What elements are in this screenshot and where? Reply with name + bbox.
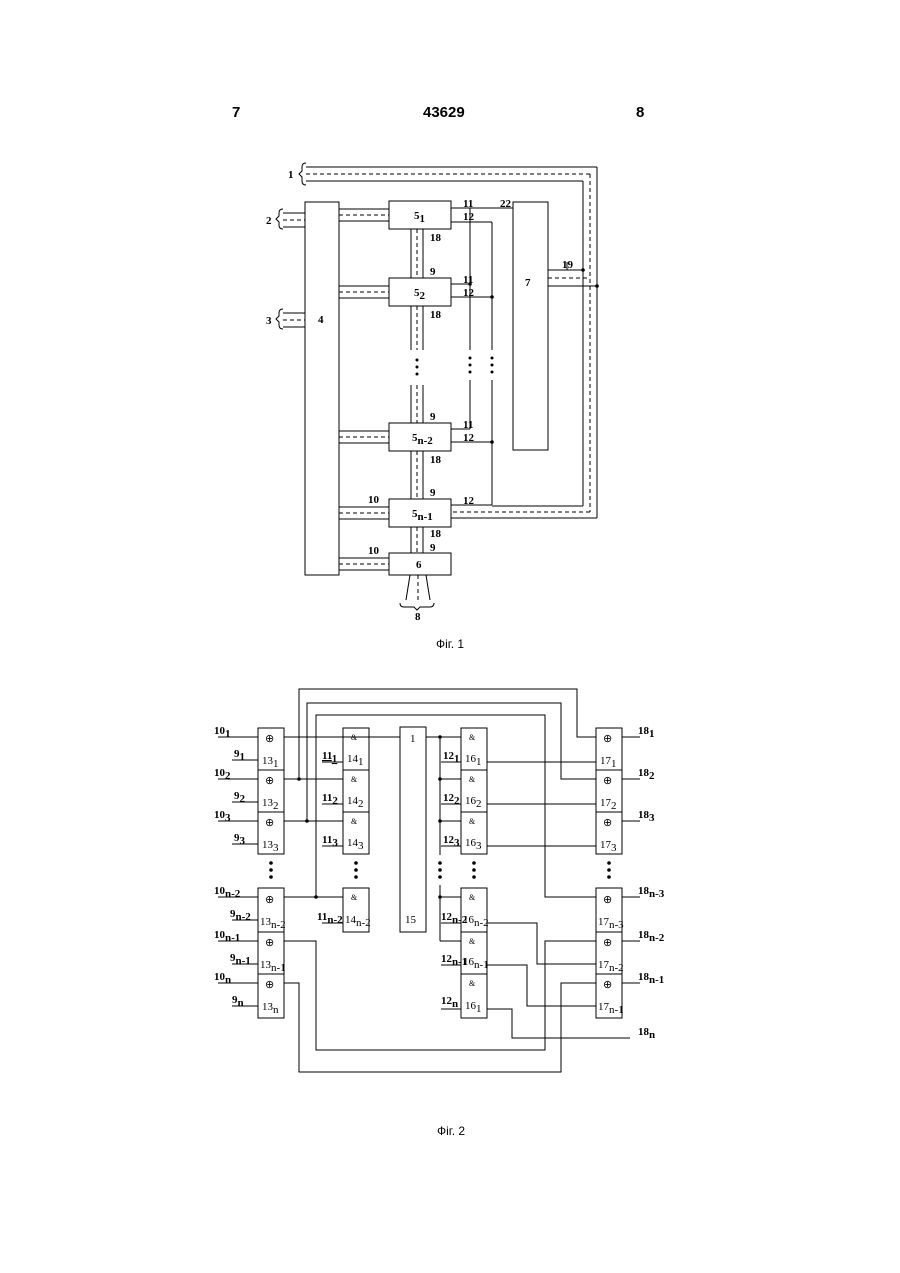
svg-text:⊕: ⊕	[265, 937, 274, 949]
xor-column-13	[258, 728, 284, 1018]
svg-text:10n-1: 10n-1	[214, 929, 240, 944]
svg-text:&: &	[469, 817, 476, 826]
svg-text:10n-2: 10n-2	[214, 885, 241, 900]
svg-text:102: 102	[214, 767, 231, 782]
and-column-14: & & & & 141 142 143 14n-2	[343, 728, 371, 932]
fig2-11-labels: 111 112 113 11n-2	[317, 750, 343, 926]
and-column-16: & & & & & & 161 162 163 16n-2 16n-1 161	[461, 728, 489, 1018]
block-15	[400, 727, 426, 932]
svg-text:18n-1: 18n-1	[638, 971, 664, 986]
fig2-right-labels: 181 182 183 18n-3 18n-2 18n-1 18n	[638, 725, 665, 1041]
svg-text:11n-2: 11n-2	[317, 911, 343, 926]
svg-text:&: &	[469, 979, 476, 988]
svg-text:121: 121	[443, 750, 460, 765]
svg-text:10n: 10n	[214, 971, 231, 986]
svg-text:12n-2: 12n-2	[441, 911, 468, 926]
svg-text:113: 113	[322, 834, 338, 849]
svg-text:⊕: ⊕	[265, 979, 274, 991]
svg-text:18n: 18n	[638, 1026, 655, 1041]
svg-text:&: &	[351, 893, 358, 902]
svg-text:&: &	[469, 937, 476, 946]
svg-text:123: 123	[443, 834, 460, 849]
svg-text:⊕: ⊕	[265, 894, 274, 906]
svg-text:⊕: ⊕	[265, 733, 274, 745]
svg-text:18n-3: 18n-3	[638, 885, 665, 900]
svg-text:⊕: ⊕	[603, 894, 612, 906]
svg-text:9n: 9n	[232, 994, 244, 1009]
svg-text:182: 182	[638, 767, 655, 782]
svg-text:⊕: ⊕	[265, 817, 274, 829]
svg-text:112: 112	[322, 792, 338, 807]
svg-text:⊕: ⊕	[603, 775, 612, 787]
svg-text:12n: 12n	[441, 995, 458, 1010]
svg-text:103: 103	[214, 809, 231, 824]
figure-2-caption: Фіг. 2	[437, 1124, 465, 1138]
svg-text:⊕: ⊕	[265, 775, 274, 787]
fig2-left-labels: 101 91 102 92 103 93 10n-2 9n-2 10n-1 9n…	[214, 725, 251, 1009]
svg-text:&: &	[469, 775, 476, 784]
xor-column-17: ⊕ ⊕ ⊕ ⊕ ⊕ ⊕ 171 172 173 17n-3 17n-2 17n-…	[596, 728, 624, 1018]
block-15-label: 15	[405, 914, 417, 926]
svg-text:9n-1: 9n-1	[230, 952, 251, 967]
svg-text:12n-1: 12n-1	[441, 953, 467, 968]
svg-text:92: 92	[234, 790, 246, 805]
svg-text:91: 91	[234, 748, 245, 763]
svg-text:18n-2: 18n-2	[638, 929, 665, 944]
svg-text:⊕: ⊕	[603, 979, 612, 991]
svg-text:⊕: ⊕	[603, 937, 612, 949]
svg-text:⊕: ⊕	[603, 733, 612, 745]
svg-text:181: 181	[638, 725, 655, 740]
svg-text:&: &	[351, 775, 358, 784]
svg-text:101: 101	[214, 725, 231, 740]
svg-text:&: &	[469, 733, 476, 742]
svg-text:&: &	[469, 893, 476, 902]
svg-text:122: 122	[443, 792, 460, 807]
svg-text:183: 183	[638, 809, 655, 824]
svg-text:⊕: ⊕	[603, 817, 612, 829]
svg-text:&: &	[351, 817, 358, 826]
block-15-top: 1	[410, 733, 416, 745]
svg-text:9n-2: 9n-2	[230, 908, 251, 923]
svg-text:93: 93	[234, 832, 246, 847]
svg-text:111: 111	[322, 750, 337, 765]
